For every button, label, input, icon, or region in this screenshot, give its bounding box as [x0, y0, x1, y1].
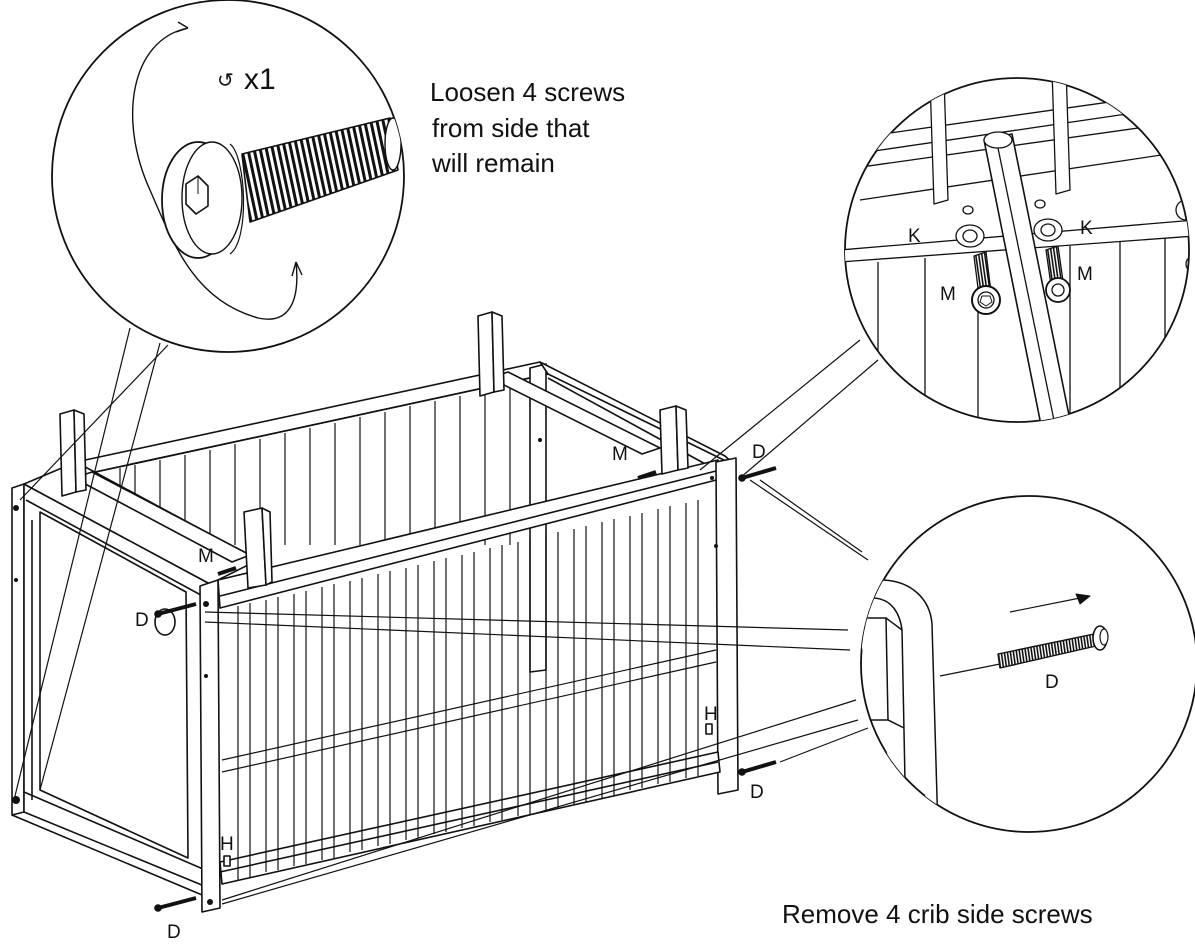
crib-frame — [11, 311, 739, 913]
label-d-bottom-left: D — [167, 922, 181, 943]
label-m-rear: M — [612, 444, 628, 465]
rotation-icon: ↺ — [217, 70, 234, 92]
label-m-detail-right: M — [1077, 264, 1093, 285]
loosen-instruction-line-1: Loosen 4 screws — [430, 77, 626, 107]
label-m-front: M — [198, 546, 214, 567]
label-d-lower-right: D — [750, 782, 764, 803]
loosen-instruction-line-2: from side that — [432, 113, 590, 143]
crib-screws — [154, 466, 777, 912]
remove-instruction: Remove 4 crib side screws — [782, 899, 1093, 929]
label-h-left: H — [220, 834, 234, 855]
label-k-detail-right: K — [1080, 218, 1093, 239]
loosen-instruction-line-3: will remain — [432, 148, 555, 178]
label-k-detail-left: K — [908, 226, 921, 247]
detail-circle-bolts — [844, 77, 1190, 423]
label-d-upper-right: D — [752, 442, 766, 463]
detail-circle-remove — [860, 495, 1195, 833]
leader-lines — [13, 327, 879, 905]
label-h-right: H — [704, 704, 718, 725]
rotation-count: x1 — [244, 63, 276, 96]
label-d-left-front: D — [135, 610, 149, 631]
label-m-detail-left: M — [940, 284, 956, 305]
detail-circle-loosen — [51, 0, 405, 353]
label-d-detail: D — [1045, 672, 1059, 693]
